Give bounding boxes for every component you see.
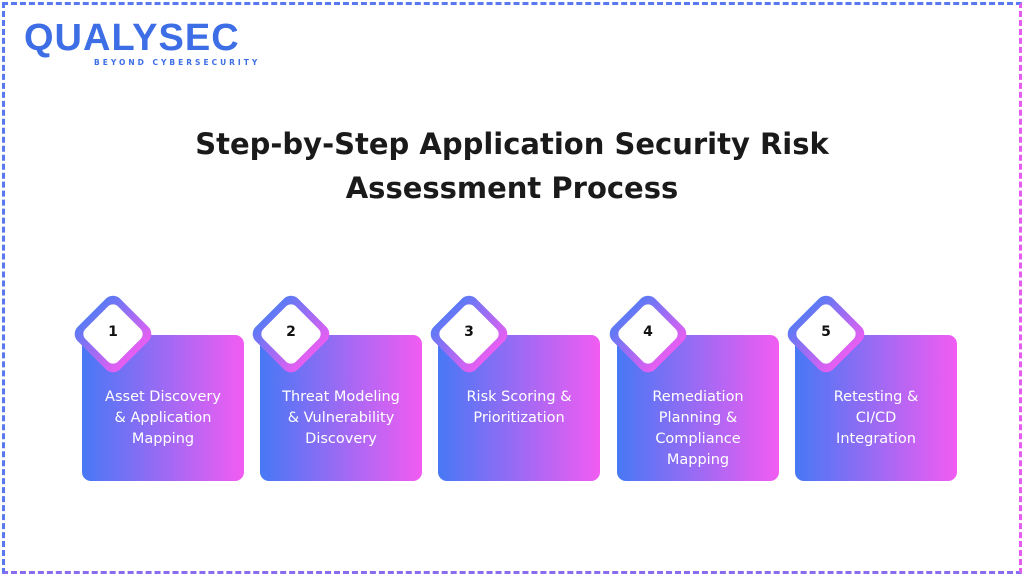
step-label-line: Remediation [652, 389, 744, 405]
qualysec-logo: QUALYSEC BEYOND CYBERSECURITY [24, 18, 260, 67]
page-title: Step-by-Step Application Security Risk A… [0, 122, 1024, 210]
step-label-line: Prioritization [473, 410, 565, 426]
title-line-2: Assessment Process [345, 171, 679, 205]
logo-wordmark: QUALYSEC [24, 17, 240, 59]
step-number: 4 [643, 324, 653, 340]
step-number: 1 [108, 324, 118, 340]
step-label-line: Mapping [131, 431, 195, 447]
logo-tagline: BEYOND CYBERSECURITY [94, 58, 261, 67]
step-label-line: Compliance [655, 431, 741, 447]
step-label-line: Mapping [666, 452, 730, 468]
step-label-line: & Vulnerability [287, 410, 395, 426]
step-label-line: Integration [836, 431, 916, 447]
step-number: 3 [464, 324, 474, 340]
title-line-1: Step-by-Step Application Security Risk [195, 127, 829, 161]
step-label-line: Asset Discovery [105, 389, 221, 405]
step-label-line: Discovery [305, 431, 377, 447]
step-label-line: Risk Scoring & [466, 389, 572, 405]
step-label-line: Planning & [658, 410, 738, 426]
step-number: 2 [286, 324, 296, 340]
step-label-line: CI/CD [855, 410, 897, 426]
step-label-line: & Application [114, 410, 212, 426]
step-label-line: Threat Modeling [282, 389, 400, 405]
step-number: 5 [821, 324, 831, 340]
step-label-line: Retesting & [833, 389, 919, 405]
